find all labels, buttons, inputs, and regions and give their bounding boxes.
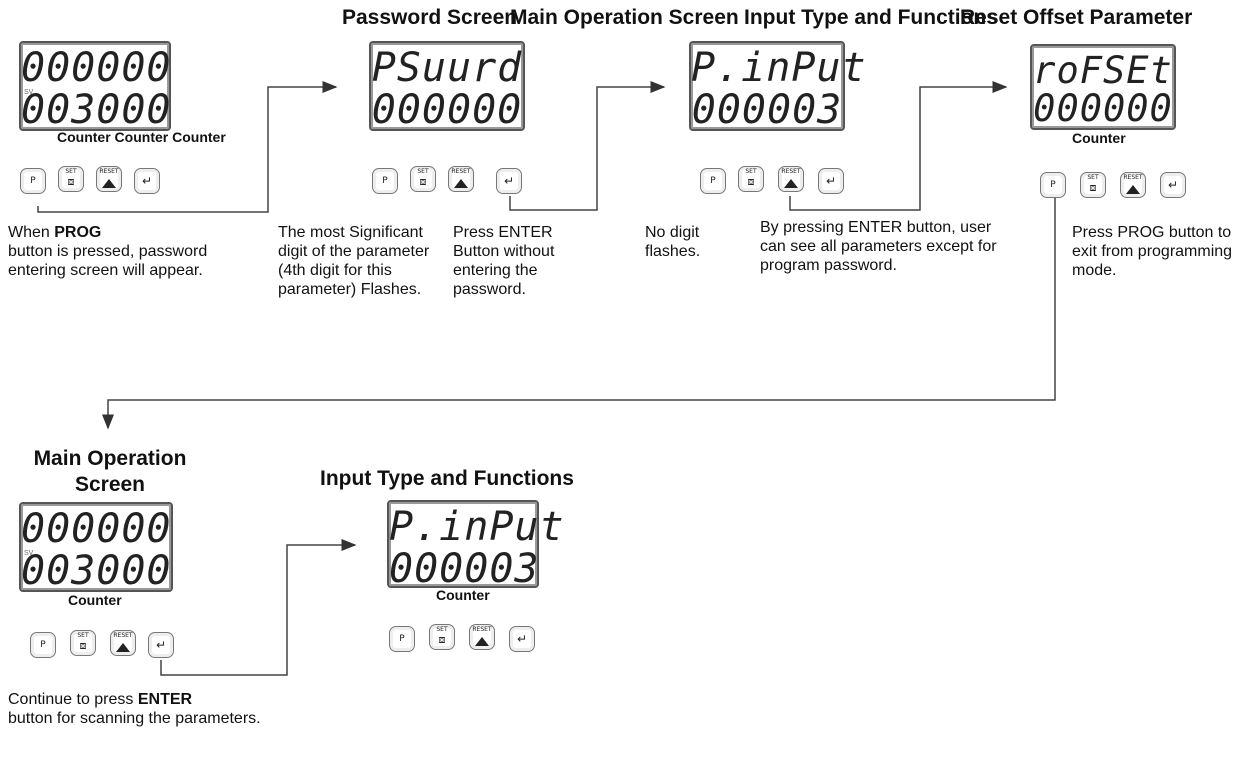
- enter-button[interactable]: ↵: [509, 626, 535, 652]
- display-5-row-1: 000000: [21, 506, 172, 552]
- set-icon: ⧈: [747, 175, 755, 188]
- display-1-caption: Counter Counter Counter: [57, 129, 226, 145]
- display-6-caption: Counter: [436, 587, 490, 603]
- display-6-row-2: 000003: [389, 546, 540, 592]
- display-3-row-2: 000003: [691, 87, 843, 133]
- display-3-row-1: P.inPut: [691, 45, 867, 91]
- set-button[interactable]: SET⧈: [70, 630, 96, 656]
- display-4-caption: Counter: [1072, 130, 1126, 146]
- display-5-caption: Counter: [68, 592, 122, 608]
- display-6-row-1: P.inPut: [389, 504, 565, 550]
- display-4-row-1: roFSEt: [1033, 49, 1173, 92]
- title-main-operation-screen: Main Operation Screen: [510, 6, 739, 29]
- display-4-row-2: 000000: [1033, 87, 1173, 130]
- arrow-2: [509, 81, 666, 211]
- set-button[interactable]: SET⧈: [429, 624, 455, 650]
- display-5-row-2: 003000: [21, 548, 172, 594]
- reset-button[interactable]: RESET: [778, 166, 804, 192]
- set-button[interactable]: SET⧈: [410, 166, 436, 192]
- enter-icon: ↵: [503, 174, 515, 188]
- note-msd-flashes: The most Significant digit of the parame…: [278, 224, 430, 298]
- enter-icon: ↵: [141, 174, 153, 188]
- prog-button[interactable]: P: [700, 168, 726, 194]
- enter-icon: ↵: [155, 638, 167, 652]
- enter-button[interactable]: ↵: [148, 632, 174, 658]
- set-button[interactable]: SET⧈: [1080, 172, 1106, 198]
- display-1-row-2: 003000: [21, 87, 172, 133]
- arrow-1: [37, 81, 338, 213]
- enter-button[interactable]: ↵: [1160, 172, 1186, 198]
- display-2-row-2: 000000: [371, 87, 523, 133]
- up-triangle-icon: [475, 636, 489, 646]
- up-triangle-icon: [454, 178, 468, 188]
- set-icon: ⧈: [438, 633, 446, 646]
- note-exit-programming: Press PROG button to exit from programmi…: [1072, 224, 1233, 279]
- up-triangle-icon: [784, 178, 798, 188]
- lcd-display-4: roFSEt 000000: [1030, 44, 1176, 130]
- enter-icon: ↵: [516, 632, 528, 646]
- up-triangle-icon: [116, 642, 130, 652]
- enter-icon: ↵: [1167, 178, 1179, 192]
- lcd-display-3: P.inPut 000003: [689, 41, 867, 133]
- arrow-4: [102, 198, 1056, 430]
- prog-button[interactable]: P: [389, 626, 415, 652]
- prog-button[interactable]: P: [372, 168, 398, 194]
- lcd-display-2: PSuurd 000000: [369, 41, 525, 131]
- prog-button[interactable]: P: [20, 168, 46, 194]
- note-no-digit-flashes: No digit flashes.: [645, 224, 701, 260]
- display-2-row-1: PSuurd: [371, 45, 523, 91]
- enter-button[interactable]: ↵: [134, 168, 160, 194]
- prog-button-label: P: [30, 176, 36, 186]
- set-button[interactable]: SET⧈: [58, 166, 84, 192]
- enter-button[interactable]: ↵: [818, 168, 844, 194]
- reset-button[interactable]: RESET: [1120, 172, 1146, 198]
- lcd-display-6: P.inPut 000003: [387, 500, 565, 592]
- reset-button[interactable]: RESET: [96, 166, 122, 192]
- title-input-type-and-functions-bottom: Input Type and Functions: [320, 467, 574, 490]
- lcd-display-5: 000000 SV 003000: [19, 502, 173, 592]
- title-reset-offset-parameter: Reset Offset Parameter: [960, 6, 1193, 29]
- title-main-operation-screen-bottom: Main Operation Screen: [33, 447, 187, 496]
- arrow-3: [789, 81, 1008, 211]
- display-1-row-1: 000000: [21, 45, 172, 91]
- set-icon: ⧈: [419, 175, 427, 188]
- reset-button[interactable]: RESET: [110, 630, 136, 656]
- up-triangle-icon: [1126, 184, 1140, 194]
- title-input-type-and-functions: Input Type and Functions: [744, 6, 998, 29]
- prog-button[interactable]: P: [30, 632, 56, 658]
- set-icon: ⧈: [79, 639, 87, 652]
- up-triangle-icon: [102, 178, 116, 188]
- set-icon: ⧈: [1089, 181, 1097, 194]
- enter-icon: ↵: [825, 174, 837, 188]
- set-icon: ⧈: [67, 175, 75, 188]
- lcd-display-1: 000000 SV 003000: [19, 41, 171, 131]
- reset-button[interactable]: RESET: [448, 166, 474, 192]
- title-password-screen: Password Screen: [342, 6, 518, 29]
- enter-button[interactable]: ↵: [496, 168, 522, 194]
- reset-button[interactable]: RESET: [469, 624, 495, 650]
- arrow-5: [160, 539, 357, 676]
- note-press-enter: Press ENTER Button without entering the …: [453, 224, 555, 298]
- prog-button[interactable]: P: [1040, 172, 1066, 198]
- note-see-all-parameters: By pressing ENTER button, user can see a…: [760, 219, 997, 274]
- set-button[interactable]: SET⧈: [738, 166, 764, 192]
